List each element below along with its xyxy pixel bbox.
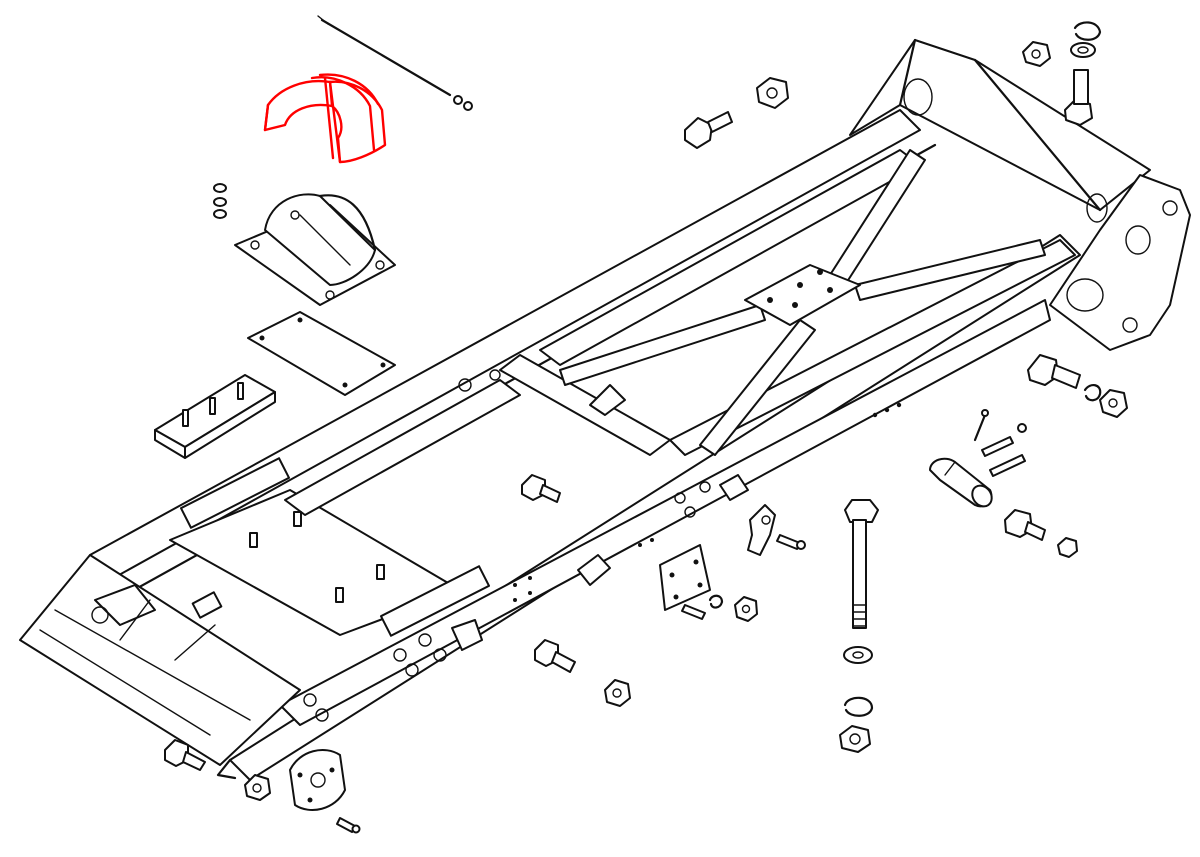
tie-rod-icon xyxy=(317,15,473,111)
mounting-block-icon xyxy=(154,374,276,459)
hex-nut-icon xyxy=(244,41,1128,801)
cover-plate-icon xyxy=(247,311,396,396)
long-bolt-icon xyxy=(844,499,879,629)
chassis-frame-icon xyxy=(19,38,1191,781)
lock-washer-icon xyxy=(708,21,1102,717)
hex-bolt-icon xyxy=(164,69,1093,771)
bracket-icon xyxy=(747,504,776,556)
hex-nut-icon xyxy=(213,183,227,219)
flat-washer-icon xyxy=(843,646,873,664)
pivot-pin-icon xyxy=(929,457,993,508)
cotter-pin-icon xyxy=(336,409,1027,834)
hinge-plate-icon xyxy=(289,544,711,811)
cylinder-mount-icon xyxy=(234,193,396,306)
saddle-cover-icon xyxy=(263,73,387,164)
